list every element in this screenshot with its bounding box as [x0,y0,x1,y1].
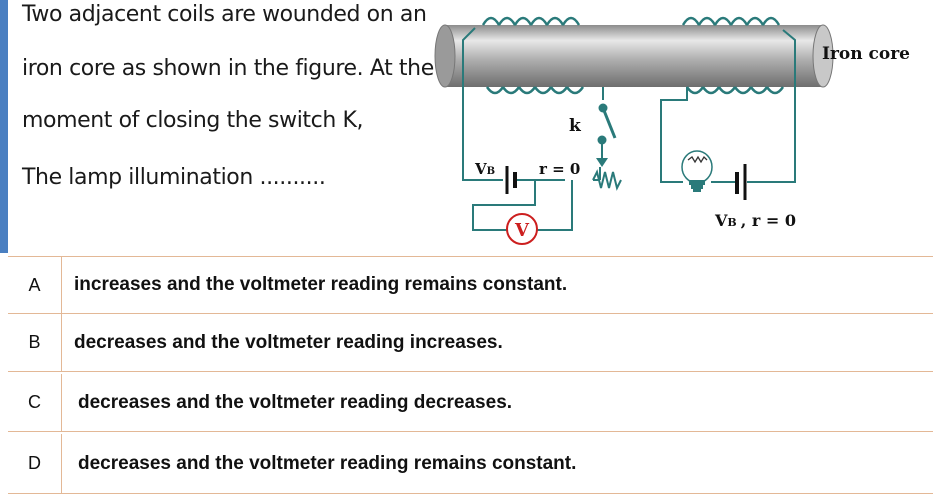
voltmeter: V [506,213,538,245]
option-text: increases and the voltmeter reading rema… [74,274,568,295]
option-text: decreases and the voltmeter reading rema… [78,452,577,474]
option-letter: A [8,257,62,313]
option-letter: D [8,434,62,493]
voltmeter-label: V [514,220,530,241]
question-line-4: The lamp illumination .......... [22,165,326,190]
right-coil [681,16,785,95]
right-battery-label: VB, r = 0 [714,211,796,230]
option-a[interactable]: A increases and the voltmeter reading re… [8,256,933,314]
option-c[interactable]: C decreases and the voltmeter reading de… [8,374,933,432]
left-resistance-label: r = 0 [539,160,580,178]
switch-label: k [569,116,582,136]
option-b[interactable]: B decreases and the voltmeter reading in… [8,314,933,372]
option-text: decreases and the voltmeter reading decr… [78,391,513,413]
switch-k[interactable] [596,103,617,168]
left-accent-bar [0,0,8,253]
left-battery [505,166,517,194]
lamp-icon [681,150,713,192]
iron-core [434,24,834,88]
left-battery-label: VB [474,160,495,178]
question-line-2: iron core as shown in the figure. At the [22,56,434,81]
right-battery [735,164,747,200]
left-circuit-wires [462,27,604,231]
right-circuit-wires [660,29,796,183]
option-text: decreases and the voltmeter reading incr… [74,331,503,353]
question-line-3: moment of closing the switch K, [22,108,364,133]
left-coil [481,16,585,95]
circuit-figure: Iron core k VB r = 0 V [434,16,910,245]
iron-core-label: Iron core [822,44,910,64]
option-letter: C [8,374,62,431]
option-d[interactable]: D decreases and the voltmeter reading re… [8,434,933,494]
left-resistor [592,169,622,191]
question-line-1: Two adjacent coils are wounded on an [22,2,427,27]
option-letter: B [8,314,62,371]
